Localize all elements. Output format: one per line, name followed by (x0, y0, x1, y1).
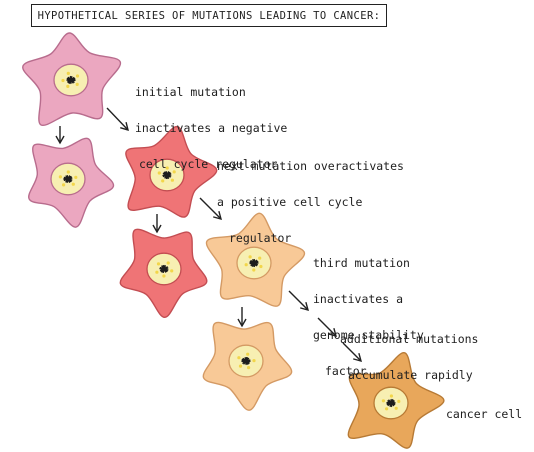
chromatin-dot (75, 74, 80, 78)
chromatin-dot (166, 261, 170, 265)
arrow-diagonal-2 (199, 197, 222, 220)
chromatin-dot (237, 356, 241, 360)
chromatin (241, 356, 251, 366)
chromatin-dot (246, 352, 250, 356)
label-line: initial mutation (135, 85, 246, 99)
label-initial-mutation: initial mutation inactivates a negative … (135, 62, 287, 194)
label-line: factor (325, 364, 367, 378)
chromatin-dot (61, 78, 65, 83)
chromatin-dot (162, 274, 166, 278)
chromatin-dot (389, 394, 393, 398)
cell-normal-2 (28, 137, 115, 228)
chromatin-dot (66, 170, 70, 174)
chromatin (162, 171, 172, 180)
arrow-diagonal-5 (342, 342, 362, 362)
chromatin-dot (75, 82, 79, 86)
chromatin-dot (397, 399, 401, 403)
cell-normal-1 (22, 32, 122, 127)
label-line: inactivates a (313, 292, 404, 306)
cell-mutated-3 (205, 212, 306, 307)
chromatin-dot (66, 71, 70, 75)
chromatin-dot (247, 366, 251, 370)
label-additional-mutations: additional mutations accumulate rapidly (340, 309, 478, 405)
chromatin-dot (156, 262, 161, 266)
chromatin (63, 175, 73, 183)
chromatin-dot (155, 270, 159, 274)
chromatin-dot (157, 171, 161, 175)
label-cancer-cell: cancer cell (446, 384, 522, 444)
label-line: next mutation overactivates (217, 159, 404, 173)
chromatin (386, 398, 396, 408)
chromatin-dot (66, 84, 70, 88)
label-line: a positive cell cycle (217, 195, 363, 209)
chromatin-dot (161, 179, 165, 183)
chromatin-dot (74, 175, 78, 179)
chromatin-dot (170, 269, 174, 273)
chromatin-dot (71, 182, 75, 186)
chromatin (159, 264, 169, 274)
label-next-mutation: next mutation overactivates a positive c… (217, 136, 404, 268)
label-line: cell cycle regulator (139, 157, 278, 171)
chromatin-dot (258, 256, 262, 260)
arrow-diagonal-4 (317, 317, 337, 337)
label-line: regulator (229, 231, 292, 245)
diagram-title: Hypothetical series of mutations leading… (31, 4, 387, 27)
arrow-diagonal-1 (106, 107, 129, 132)
chromatin-dot (381, 399, 385, 403)
arrow-diagonal-3 (288, 290, 309, 311)
label-line: inactivates a negative (135, 121, 288, 135)
chromatin-dot (62, 183, 66, 187)
chromatin-dot (385, 407, 389, 411)
label-third-mutation: third mutation inactivates a genome stab… (313, 233, 424, 401)
chromatin-dot (252, 359, 256, 363)
chromatin-dot (248, 255, 252, 259)
cell-mutated-1 (125, 126, 218, 218)
chromatin-dot (172, 170, 176, 174)
chromatin (249, 258, 259, 268)
cell-cancer (347, 352, 445, 449)
cell-mutated-2 (119, 228, 208, 319)
label-line: third mutation (313, 256, 410, 270)
chromatin-dot (394, 406, 398, 410)
label-line: additional mutations (340, 332, 479, 346)
label-line: accumulate rapidly (348, 368, 473, 382)
chromatin-dot (252, 268, 256, 272)
label-line: genome stability (313, 328, 424, 342)
chromatin-dot (244, 263, 248, 267)
chromatin-dot (165, 166, 169, 170)
chromatin (66, 75, 76, 85)
chromatin-dot (58, 175, 63, 179)
chromatin-dot (238, 364, 243, 368)
chromatin-dot (259, 264, 263, 269)
cell-mutated-4 (202, 321, 293, 411)
label-line: cancer cell (446, 407, 523, 421)
chromatin-dot (170, 178, 174, 182)
